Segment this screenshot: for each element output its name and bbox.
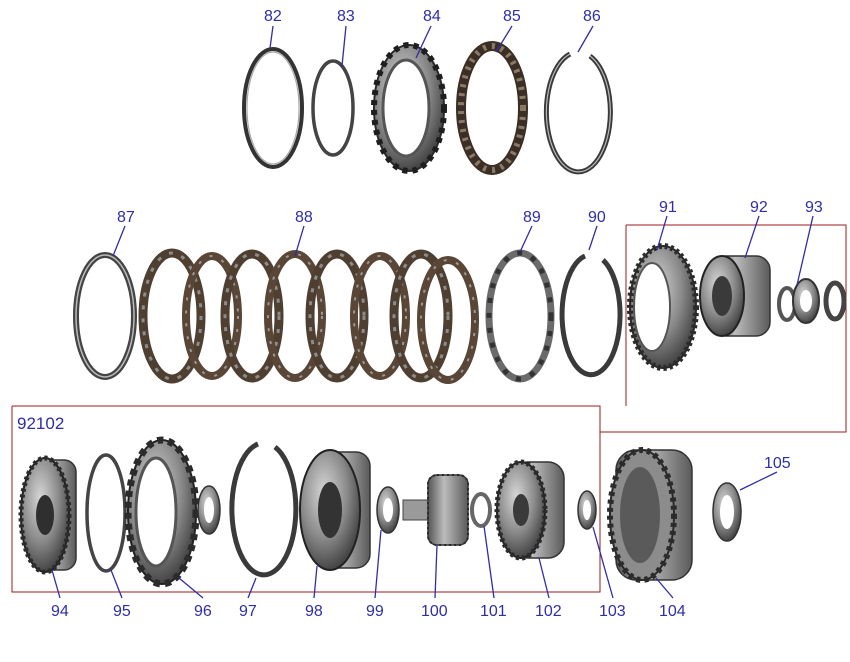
callout-91: 91 <box>659 199 677 216</box>
callout-86: 86 <box>583 8 601 25</box>
callout-104: 104 <box>659 603 686 620</box>
clutch-plate-89 <box>485 249 555 383</box>
callout-89: 89 <box>523 209 541 226</box>
snap-ring-97 <box>229 441 299 578</box>
callout-84: 84 <box>423 8 441 25</box>
assembly-frame-upper <box>12 224 847 433</box>
callout-98: 98 <box>305 603 323 620</box>
callout-96: 96 <box>194 603 212 620</box>
callout-103: 103 <box>599 603 626 620</box>
assembly-group-label: 92102 <box>17 414 65 433</box>
thrust-bearing-set-93 <box>777 278 847 324</box>
planetary-carrier-102 <box>494 459 565 561</box>
thrust-washer-99 <box>376 486 400 534</box>
callout-85: 85 <box>503 8 521 25</box>
snap-ring-82 <box>242 47 304 169</box>
one-way-clutch-outer-race-84 <box>371 42 447 174</box>
clutch-hub-98 <box>299 449 371 571</box>
thrust-washer-101 <box>470 492 492 528</box>
callout-99: 99 <box>366 603 384 620</box>
snap-ring-83 <box>311 59 355 157</box>
planetary-carrier-92 <box>699 255 771 337</box>
thrust-washer-103 <box>577 490 597 530</box>
clutch-pack-88 <box>138 248 479 384</box>
snap-ring-90 <box>559 253 623 378</box>
callout-95: 95 <box>113 603 131 620</box>
sun-gear-shaft-100 <box>402 474 469 546</box>
callout-100: 100 <box>421 603 448 620</box>
callout-97: 97 <box>239 603 257 620</box>
callout-83: 83 <box>337 8 355 25</box>
callout-105: 105 <box>764 455 791 472</box>
callout-102: 102 <box>535 603 562 620</box>
callout-82: 82 <box>264 8 282 25</box>
planetary-carrier-94 <box>18 455 77 575</box>
snap-ring-86 <box>543 51 613 175</box>
one-way-clutch-assembly-96 <box>124 436 200 588</box>
thrust-washer-96b <box>197 485 221 535</box>
callout-92: 92 <box>750 199 768 216</box>
clutch-drum-104 <box>607 447 693 583</box>
callout-90: 90 <box>588 209 606 226</box>
callout-94: 94 <box>51 603 69 620</box>
retaining-ring-87 <box>73 252 137 380</box>
thrust-washer-105 <box>712 482 742 542</box>
callout-87: 87 <box>117 209 135 226</box>
callout-88: 88 <box>295 209 313 226</box>
thrust-washer-95 <box>85 453 127 573</box>
assembly-frame-lower <box>11 225 627 593</box>
callout-93: 93 <box>805 199 823 216</box>
callout-101: 101 <box>480 603 507 620</box>
ring-gear-91 <box>627 243 699 371</box>
one-way-clutch-sprag-85 <box>456 41 528 175</box>
